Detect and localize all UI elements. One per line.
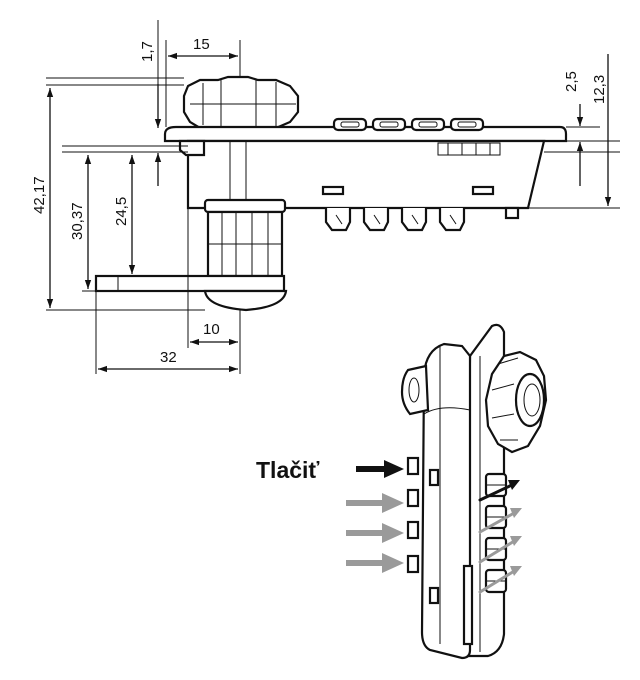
knob-iso xyxy=(484,350,548,454)
isometric-view: Tlačiť xyxy=(256,323,548,660)
rotation-arrows xyxy=(478,480,522,594)
dim-base-inner: 10 xyxy=(203,321,220,338)
dim-height-total: 42,17 xyxy=(31,176,48,214)
side-slots xyxy=(406,456,440,605)
push-arrow-gray-3 xyxy=(346,553,404,573)
push-arrow-gray-2 xyxy=(346,523,404,543)
push-arrow-gray-1 xyxy=(346,493,404,513)
dim-width-top: 15 xyxy=(193,36,210,53)
dimension-arrows xyxy=(46,52,612,373)
knob xyxy=(182,75,300,130)
dim-offset-top: 1,7 xyxy=(139,41,156,62)
side-nub xyxy=(400,364,430,416)
washer xyxy=(203,289,288,312)
code-buttons xyxy=(332,117,485,132)
cam-plate xyxy=(94,274,286,293)
push-arrow-black xyxy=(356,460,404,478)
extension-lines xyxy=(46,20,620,374)
dim-right-large: 12,3 xyxy=(591,75,608,104)
housing xyxy=(420,342,472,660)
dim-right-small: 2,5 xyxy=(563,71,580,92)
dim-base-width: 32 xyxy=(160,349,177,366)
dim-height-inner: 24,5 xyxy=(113,197,130,226)
lock-body xyxy=(186,139,546,210)
push-arrows xyxy=(346,460,404,573)
spindle xyxy=(203,198,287,278)
push-label: Tlačiť xyxy=(256,457,320,483)
side-view: 15 1,7 42,17 30,37 24,5 10 32 2,5 12,3 xyxy=(31,20,620,374)
spring-clips xyxy=(324,206,520,232)
dim-height-mid: 30,37 xyxy=(69,202,86,240)
